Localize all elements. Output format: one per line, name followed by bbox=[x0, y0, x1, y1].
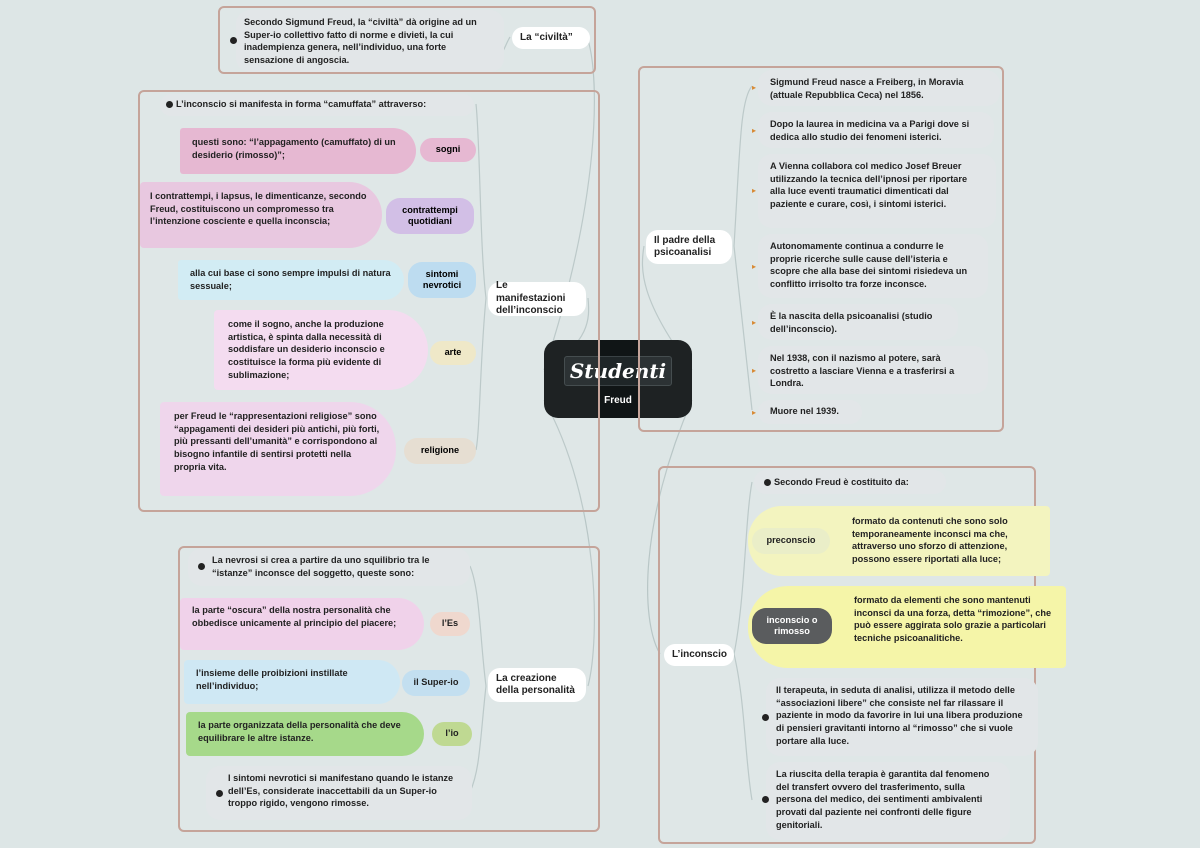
religione-tag[interactable]: religione bbox=[404, 438, 476, 464]
sogni-text: questi sono: “l’appagamento (camuffato) … bbox=[180, 128, 416, 174]
padre-item-3: A Vienna collabora col medico Josef Breu… bbox=[758, 154, 996, 228]
rimosso-tag[interactable]: inconscio o rimosso bbox=[752, 608, 832, 644]
religione-text: per Freud le “rappresentazioni religiose… bbox=[160, 402, 396, 496]
chevron-right-icon: ▸ bbox=[752, 186, 757, 195]
terapeuta-note: Il terapeuta, in seduta di analisi, util… bbox=[766, 678, 1038, 756]
inconscio-label[interactable]: L’inconscio bbox=[664, 644, 734, 666]
bullet-icon bbox=[762, 714, 769, 721]
bullet-icon bbox=[230, 37, 237, 44]
central-node[interactable]: Studenti Freud bbox=[544, 340, 692, 418]
io-text: la parte organizzata della personalità c… bbox=[186, 712, 424, 756]
studenti-logo: Studenti bbox=[564, 356, 672, 386]
padre-item-2: Dopo la laurea in medicina va a Parigi d… bbox=[758, 112, 994, 148]
contrattempi-tag[interactable]: contrattempi quotidiani bbox=[386, 198, 474, 234]
inconscio-intro: Secondo Freud è costituito da: bbox=[754, 470, 946, 494]
bullet-icon bbox=[762, 796, 769, 803]
chevron-right-icon: ▸ bbox=[752, 366, 757, 375]
manifestazioni-label[interactable]: Le manifestazioni dell’inconscio bbox=[488, 280, 586, 316]
chevron-right-icon: ▸ bbox=[752, 83, 757, 92]
bullet-icon bbox=[216, 790, 223, 797]
civilta-label[interactable]: La “civiltà” bbox=[512, 27, 590, 49]
es-tag[interactable]: l’Es bbox=[430, 612, 470, 636]
manifestazioni-intro: L’inconscio si manifesta in forma “camuf… bbox=[160, 94, 474, 116]
padre-item-7: Muore nel 1939. bbox=[758, 400, 862, 424]
padre-label[interactable]: Il padre della psicoanalisi bbox=[646, 230, 732, 264]
superio-text: l’insieme delle proibizioni instillate n… bbox=[184, 660, 400, 704]
padre-item-4: Autonomamente continua a condurre le pro… bbox=[758, 234, 988, 298]
padre-item-6: Nel 1938, con il nazismo al potere, sarà… bbox=[758, 346, 988, 394]
preconscio-text: formato da contenuti che sono solo tempo… bbox=[748, 506, 1050, 576]
bullet-icon bbox=[198, 563, 205, 570]
sogni-tag[interactable]: sogni bbox=[420, 138, 476, 162]
sintomi-text: alla cui base ci sono sempre impulsi di … bbox=[178, 260, 404, 300]
arte-tag[interactable]: arte bbox=[430, 341, 476, 365]
civilta-note: Secondo Sigmund Freud, la “civiltà” dà o… bbox=[236, 10, 504, 72]
io-tag[interactable]: l’io bbox=[432, 722, 472, 746]
personalita-intro: La nevrosi si crea a partire da uno squi… bbox=[188, 548, 470, 586]
superio-tag[interactable]: il Super-io bbox=[402, 670, 470, 696]
riuscita-note: La riuscita della terapia è garantita da… bbox=[766, 762, 1010, 840]
bullet-icon bbox=[166, 101, 173, 108]
chevron-right-icon: ▸ bbox=[752, 262, 757, 271]
bullet-icon bbox=[764, 479, 771, 486]
chevron-right-icon: ▸ bbox=[752, 126, 757, 135]
preconscio-tag[interactable]: preconscio bbox=[752, 528, 830, 554]
chevron-right-icon: ▸ bbox=[752, 408, 757, 417]
sintomi-tag[interactable]: sintomi nevrotici bbox=[408, 262, 476, 298]
contrattempi-text: I contrattempi, i lapsus, le dimenticanz… bbox=[140, 182, 382, 248]
es-text: la parte “oscura” della nostra personali… bbox=[180, 598, 424, 650]
personalita-label[interactable]: La creazione della personalità bbox=[488, 668, 586, 702]
padre-item-1: Sigmund Freud nasce a Freiberg, in Morav… bbox=[758, 70, 1000, 106]
padre-item-5: È la nascita della psicoanalisi (studio … bbox=[758, 304, 958, 340]
sintomi-note: I sintomi nevrotici si manifestano quand… bbox=[206, 766, 472, 820]
chevron-right-icon: ▸ bbox=[752, 318, 757, 327]
arte-text: come il sogno, anche la produzione artis… bbox=[214, 310, 428, 390]
central-title: Freud bbox=[604, 395, 632, 406]
